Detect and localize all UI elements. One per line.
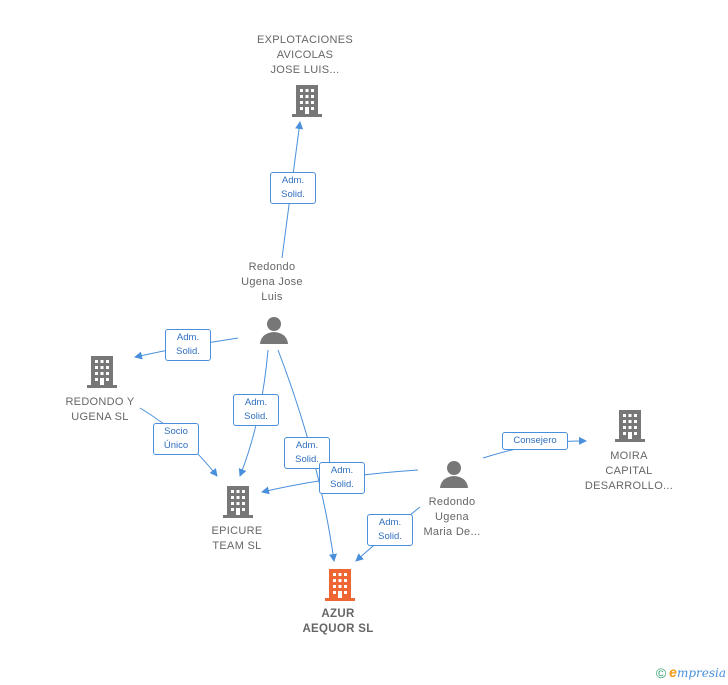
node-label-explotaciones: EXPLOTACIONES AVICOLAS JOSE LUIS... — [257, 34, 353, 76]
relation-badge-adm-solid[interactable]: Adm. Solid. — [367, 514, 413, 546]
relation-badge-adm-solid[interactable]: Adm. Solid. — [233, 394, 279, 426]
person-icon — [440, 461, 468, 488]
brand-initial: e — [669, 664, 677, 680]
relation-badge-adm-solid[interactable]: Adm. Solid. — [165, 329, 211, 361]
node-label-redondo-jose-luis: Redondo Ugena Jose Luis — [241, 261, 303, 303]
building-icon — [615, 410, 645, 442]
relation-badge-adm-solid[interactable]: Adm. Solid. — [319, 462, 365, 494]
node-label-redondo-maria: Redondo Ugena Maria De... — [423, 496, 481, 538]
node-label-redondo-y-ugena-sl: REDONDO Y UGENA SL — [65, 396, 135, 423]
relation-badge-adm-solid[interactable]: Adm. Solid. — [284, 437, 330, 469]
relation-badge-socio-unico[interactable]: Socio Único — [153, 423, 199, 455]
node-label-azur-aequor-sl: AZUR AEQUOR SL — [302, 608, 374, 635]
node-label-epicure-team-sl: EPICURE TEAM SL — [211, 525, 263, 552]
relation-badge-consejero[interactable]: Consejero — [502, 432, 568, 450]
building-icon — [325, 569, 355, 601]
copyright-icon: © — [655, 665, 667, 681]
footer-brand[interactable]: ©empresia — [656, 664, 726, 681]
building-icon — [87, 356, 117, 388]
building-icon — [223, 486, 253, 518]
brand-name: mpresia — [676, 666, 726, 680]
relation-badge-adm-solid[interactable]: Adm. Solid. — [270, 172, 316, 204]
node-label-moira-capital: MOIRA CAPITAL DESARROLLO... — [584, 450, 674, 492]
building-icon — [292, 85, 322, 117]
person-icon — [260, 317, 288, 344]
